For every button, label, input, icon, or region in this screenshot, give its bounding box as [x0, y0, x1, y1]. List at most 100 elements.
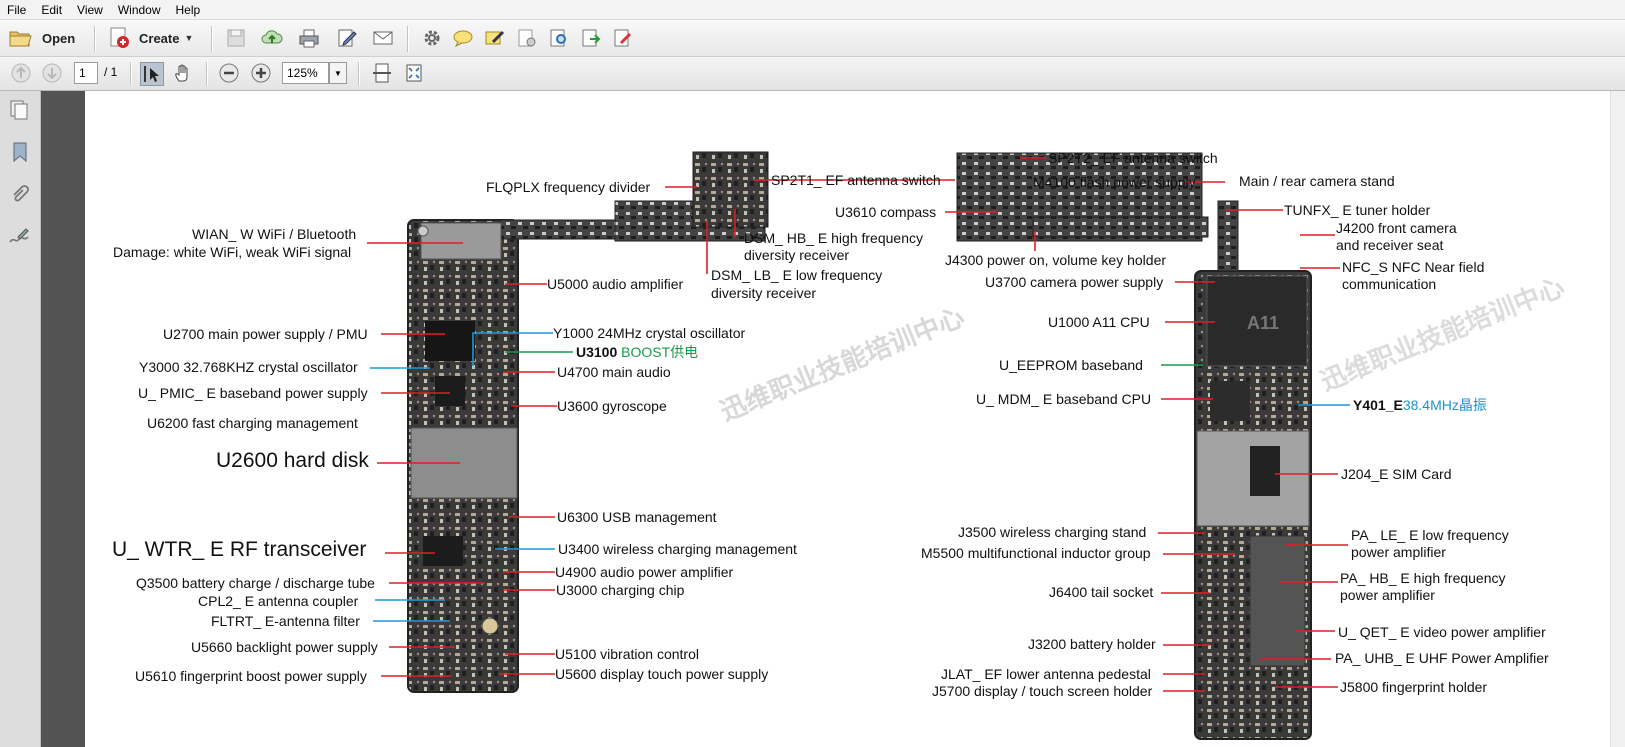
label-pa-uhb: PA_ UHB_ E UHF Power Amplifier	[1335, 650, 1549, 667]
label-u3000: U3000 charging chip	[556, 582, 684, 599]
highlight-icon[interactable]	[484, 27, 506, 49]
fit-width-icon[interactable]	[371, 62, 393, 84]
zoom-level-input[interactable]	[282, 62, 329, 84]
label-u3610: U3610 compass	[835, 204, 936, 221]
label-uwtr: U_ WTR_ E RF transceiver	[112, 541, 366, 558]
toolbar-separator	[358, 62, 360, 86]
search-document-icon[interactable]	[548, 27, 570, 49]
svg-text:迅维职业技能培训中心: 迅维职业技能培训中心	[716, 301, 969, 427]
create-pdf-icon	[108, 26, 132, 50]
label-nfc-1: NFC_S NFC Near field	[1342, 259, 1484, 276]
label-y1000: Y1000 24MHz crystal oscillator	[553, 325, 745, 342]
create-label: Create	[139, 31, 179, 46]
label-dsm-hb-2: diversity receiver	[744, 247, 849, 264]
menu-window[interactable]: Window	[111, 3, 169, 17]
label-j3200: J3200 battery holder	[1028, 636, 1156, 653]
bookmark-icon[interactable]	[8, 141, 30, 163]
signature-icon[interactable]	[8, 225, 30, 247]
print-icon[interactable]	[298, 27, 320, 49]
zoom-out-icon[interactable]	[218, 62, 240, 84]
menu-file[interactable]: File	[0, 3, 34, 17]
label-u3600: U3600 gyroscope	[557, 398, 667, 415]
label-q3500: Q3500 battery charge / discharge tube	[136, 575, 375, 592]
label-upmic: U_ PMIC_ E baseband power supply	[138, 385, 368, 402]
label-u6200: U6200 fast charging management	[147, 415, 358, 432]
chevron-down-icon: ▼	[184, 33, 193, 43]
toolbar-separator	[130, 62, 132, 86]
label-pa-le-1: PA_ LE_ E low frequency	[1351, 527, 1509, 544]
open-label: Open	[42, 31, 75, 46]
menu-bar: File Edit View Window Help	[0, 0, 1625, 20]
label-y401-ref: Y401_E	[1353, 397, 1403, 413]
vertical-scrollbar[interactable]	[1610, 91, 1625, 747]
label-u5000: U5000 audio amplifier	[547, 276, 683, 293]
label-u6300: U6300 USB management	[557, 509, 717, 526]
hand-tool-icon[interactable]	[172, 62, 194, 84]
full-screen-icon[interactable]	[403, 62, 425, 84]
label-uqet: U_ QET_ E video power amplifier	[1338, 624, 1546, 641]
label-u3100-ref: U3100	[576, 344, 617, 360]
label-u5600: U5600 display touch power supply	[555, 666, 768, 683]
label-j6400: J6400 tail socket	[1049, 584, 1153, 601]
label-j4200-1: J4200 front camera	[1336, 220, 1457, 237]
navigation-pane	[0, 91, 41, 747]
zoom-dropdown-button[interactable]: ▼	[329, 62, 347, 84]
export-document-icon[interactable]	[580, 27, 602, 49]
next-page-icon[interactable]	[41, 62, 63, 84]
label-u4700: U4700 main audio	[557, 364, 671, 381]
a11-chip-mark: A11	[1247, 313, 1279, 333]
label-dsm-hb-1: DSM_ HB_ E high frequency	[744, 230, 923, 247]
page-thumbnails-icon[interactable]	[8, 99, 30, 121]
label-dsm-lb-1: DSM_ LB_ E low frequency	[711, 267, 882, 284]
label-y3000: Y3000 32.768KHZ crystal oscillator	[139, 359, 358, 376]
navigation-toolbar: / 1 ▼	[0, 57, 1625, 91]
label-u2600: U2600 hard disk	[216, 452, 369, 469]
edit-document-icon[interactable]	[336, 27, 358, 49]
document-gutter	[41, 91, 85, 747]
email-icon[interactable]	[372, 27, 394, 49]
menu-help[interactable]: Help	[169, 3, 209, 17]
attachment-icon[interactable]	[8, 183, 30, 205]
page-total: / 1	[104, 65, 117, 79]
label-y401: Y401_E38.4MHz晶振	[1353, 397, 1487, 414]
gear-icon[interactable]	[421, 27, 443, 49]
label-j3500: J3500 wireless charging stand	[958, 524, 1146, 541]
select-tool-icon[interactable]	[140, 62, 164, 86]
label-wian-1: WIAN_ W WiFi / Bluetooth	[192, 226, 356, 243]
open-button[interactable]: Open	[8, 26, 75, 50]
cloud-upload-icon[interactable]	[261, 27, 283, 49]
create-button[interactable]: Create ▼	[108, 26, 193, 50]
label-sp2t2: SP2T2_ EF antenna switch	[1048, 150, 1218, 167]
label-m4100: M4100 flash power supply	[1033, 174, 1196, 191]
label-m5500: M5500 multifunctional inductor group	[921, 545, 1151, 562]
toolbar-separator	[407, 26, 409, 52]
main-toolbar: Open Create ▼	[0, 20, 1625, 57]
chevron-down-icon: ▼	[334, 69, 342, 78]
label-u3700: U3700 camera power supply	[985, 274, 1163, 291]
label-j4300: J4300 power on, volume key holder	[945, 252, 1166, 269]
page-number-input[interactable]	[74, 62, 98, 84]
label-sp2t1: SP2T1_ EF antenna switch	[771, 172, 941, 189]
label-pa-hb-2: power amplifier	[1340, 587, 1435, 604]
label-u5100: U5100 vibration control	[555, 646, 699, 663]
label-u3100: U3100 BOOST供电	[576, 344, 698, 361]
menu-view[interactable]: View	[70, 3, 111, 17]
label-u3100-desc: BOOST供电	[621, 344, 698, 360]
pdf-page: 迅维职业技能培训中心 迅维职业技能培训中心 A11	[85, 91, 1625, 747]
label-flqplx: FLQPLX frequency divider	[486, 179, 650, 196]
comment-icon[interactable]	[452, 27, 474, 49]
save-icon[interactable]	[225, 27, 247, 49]
label-u5660: U5660 backlight power supply	[191, 639, 378, 656]
label-main-camera: Main / rear camera stand	[1239, 173, 1395, 190]
label-u3400: U3400 wireless charging management	[558, 541, 797, 558]
menu-edit[interactable]: Edit	[34, 3, 70, 17]
label-umdm: U_ MDM_ E baseband CPU	[976, 391, 1151, 408]
sign-document-icon[interactable]	[612, 27, 634, 49]
label-wian-2: Damage: white WiFi, weak WiFi signal	[113, 244, 351, 261]
document-tools-icon[interactable]	[516, 27, 538, 49]
zoom-in-icon[interactable]	[250, 62, 272, 84]
label-tunfx: TUNFX_ E tuner holder	[1284, 202, 1430, 219]
label-u2700: U2700 main power supply / PMU	[163, 326, 368, 343]
toolbar-separator	[206, 62, 208, 86]
previous-page-icon[interactable]	[10, 62, 32, 84]
